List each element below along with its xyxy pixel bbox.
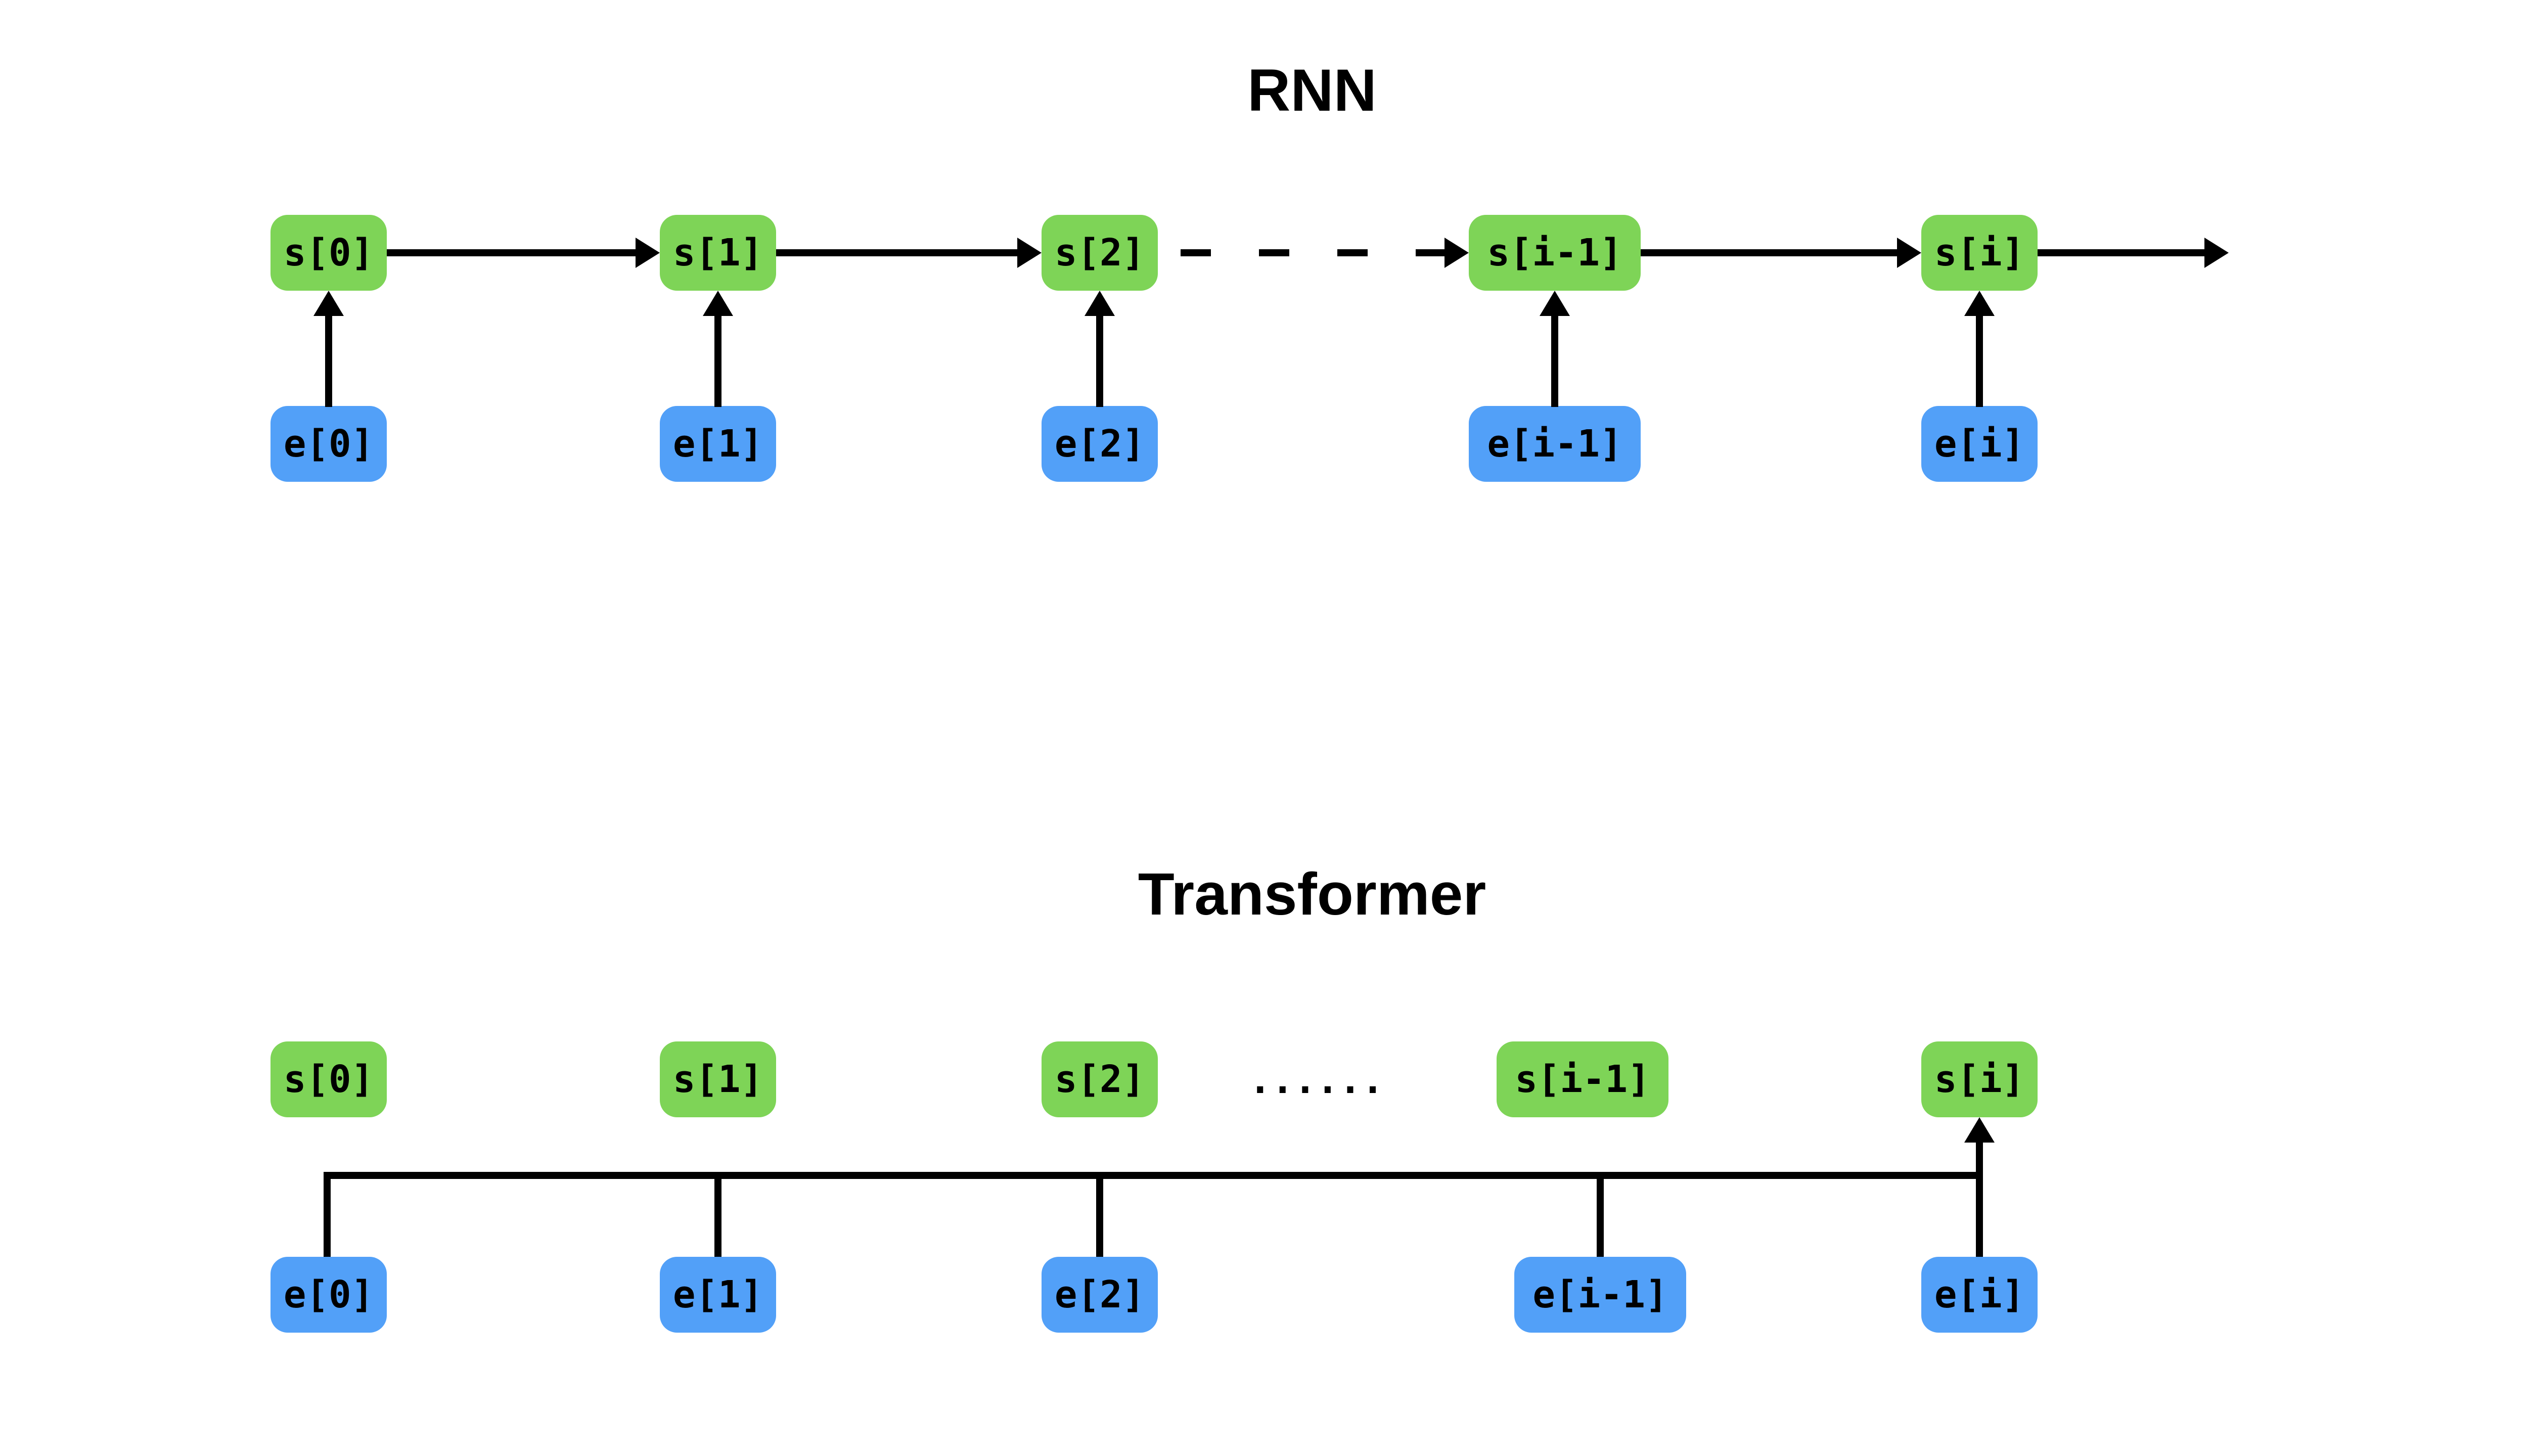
rnn-skip-dash-3 (1337, 249, 1368, 256)
transformer-embedding-node-ei[interactable]: e[i] (1921, 1257, 2038, 1333)
rnn-recurrent-arrow-si-1-si-line (1641, 249, 1897, 256)
rnn-input-arrow-ei-1-si-1-head (1540, 291, 1570, 316)
rnn-state-node-si[interactable]: s[i] (1921, 215, 2038, 291)
rnn-skip-dash-2 (1259, 249, 1289, 256)
rnn-state-node-s1[interactable]: s[1] (660, 215, 776, 291)
transformer-embedding-node-e1[interactable]: e[1] (660, 1257, 776, 1333)
rnn-embedding-node-ei[interactable]: e[i] (1921, 406, 2038, 482)
transformer-output-arrow-line (1976, 1143, 1983, 1264)
rnn-recurrent-arrow-s0-s1-head (636, 238, 660, 268)
transformer-state-node-s0[interactable]: s[0] (270, 1041, 387, 1117)
rnn-input-arrow-e1-s1-line (714, 316, 721, 407)
transformer-embedding-node-ei-1[interactable]: e[i-1] (1514, 1257, 1686, 1333)
rnn-section-title: RNN (1247, 57, 1377, 124)
transformer-state-node-si-1[interactable]: s[i-1] (1497, 1041, 1668, 1117)
rnn-skip-arrow-line (1416, 249, 1444, 256)
rnn-embedding-node-e0[interactable]: e[0] (270, 406, 387, 482)
rnn-recurrent-arrow-s1-s2-line (776, 249, 1017, 256)
transformer-embedding-node-e0[interactable]: e[0] (270, 1257, 387, 1333)
rnn-skip-dash-1 (1181, 249, 1211, 256)
transformer-bus-stem-ei-1 (1597, 1172, 1604, 1263)
rnn-state-node-s0[interactable]: s[0] (270, 215, 387, 291)
transformer-bus-stem-e1 (714, 1172, 721, 1263)
rnn-input-arrow-e2-s2-head (1085, 291, 1115, 316)
rnn-skip-arrow-head (1444, 238, 1469, 268)
rnn-embedding-node-e2[interactable]: e[2] (1042, 406, 1158, 482)
rnn-state-node-s2[interactable]: s[2] (1042, 215, 1158, 291)
rnn-input-arrow-e0-s0-line (325, 316, 332, 407)
rnn-input-arrow-e2-s2-line (1096, 316, 1103, 407)
transformer-state-node-si[interactable]: s[i] (1921, 1041, 2038, 1117)
transformer-bus-stem-e0 (324, 1172, 331, 1263)
rnn-embedding-node-ei-1[interactable]: e[i-1] (1469, 406, 1641, 482)
rnn-state-node-si-1[interactable]: s[i-1] (1469, 215, 1641, 291)
transformer-output-arrow-head (1964, 1117, 1995, 1143)
rnn-input-arrow-e1-s1-head (703, 291, 733, 316)
transformer-attention-bus-line (324, 1172, 1983, 1179)
rnn-output-arrow-line (2038, 249, 2204, 256)
transformer-state-node-s2[interactable]: s[2] (1042, 1041, 1158, 1117)
transformer-section-title: Transformer (1138, 861, 1486, 928)
rnn-recurrent-arrow-s0-s1-line (387, 249, 636, 256)
transformer-embedding-node-e2[interactable]: e[2] (1042, 1257, 1158, 1333)
rnn-recurrent-arrow-s1-s2-head (1017, 238, 1042, 268)
rnn-input-arrow-ei-1-si-1-line (1551, 316, 1558, 407)
transformer-skip-ellipsis: ...... (1249, 1059, 1384, 1102)
rnn-input-arrow-ei-si-head (1964, 291, 1995, 316)
rnn-recurrent-arrow-si-1-si-head (1897, 238, 1921, 268)
rnn-output-arrow-head (2204, 238, 2229, 268)
rnn-embedding-node-e1[interactable]: e[1] (660, 406, 776, 482)
rnn-input-arrow-ei-si-line (1976, 316, 1983, 407)
transformer-bus-stem-e2 (1096, 1172, 1103, 1263)
rnn-input-arrow-e0-s0-head (313, 291, 344, 316)
transformer-state-node-s1[interactable]: s[1] (660, 1041, 776, 1117)
